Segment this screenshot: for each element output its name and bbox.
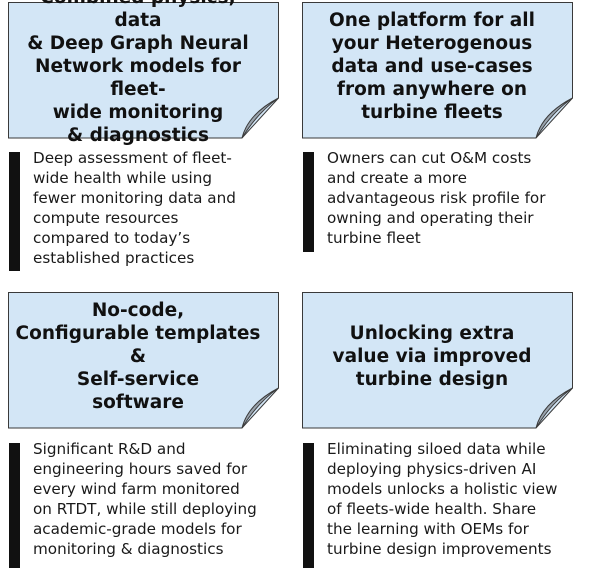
note-paper-icon [8, 292, 279, 429]
accent-bar [9, 443, 20, 568]
feature-card-4: Unlocking extra value via improved turbi… [302, 292, 578, 429]
feature-card-1: Combined physics, data & Deep Graph Neur… [8, 0, 284, 146]
card-description: Deep assessment of fleet- wide health wh… [33, 149, 236, 267]
feature-card-2: One platform for all your Heterogenous d… [302, 2, 578, 139]
note-paper-icon [302, 2, 573, 139]
feature-card-3: No-code, Configurable templates & Self-s… [8, 292, 284, 429]
card-title: Combined physics, data & Deep Graph Neur… [27, 0, 249, 146]
note-paper-icon [302, 292, 573, 429]
accent-bar [303, 152, 314, 252]
card-title: Unlocking extra value via improved turbi… [332, 322, 532, 390]
card-title: No-code, Configurable templates & Self-s… [15, 299, 261, 413]
accent-bar [9, 152, 20, 271]
card-description: Eliminating siloed data while deploying … [327, 440, 558, 558]
card-description: Significant R&D and engineering hours sa… [33, 440, 257, 558]
accent-bar [303, 443, 314, 568]
note-paper-icon [8, 2, 279, 139]
card-description: Owners can cut O&M costs and create a mo… [327, 149, 546, 247]
card-title: One platform for all your Heterogenous d… [329, 9, 535, 123]
